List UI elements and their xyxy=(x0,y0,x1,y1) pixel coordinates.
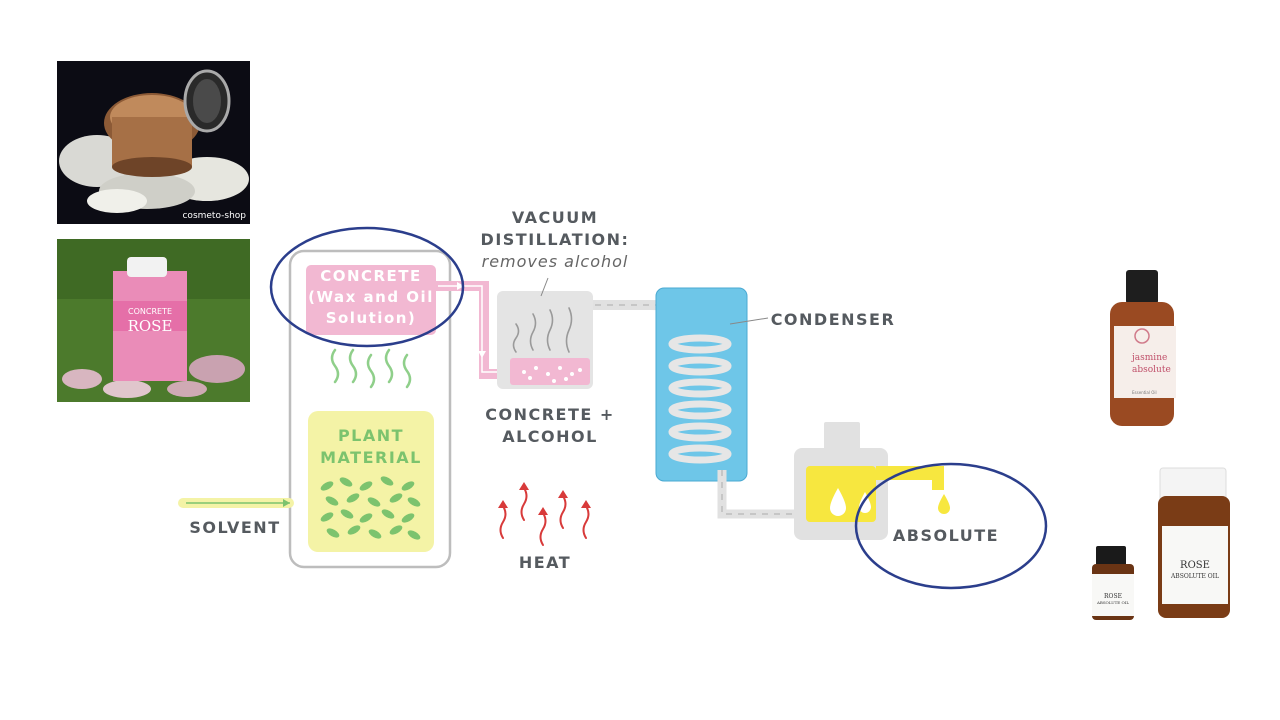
vacuum-line1: VACUUM xyxy=(470,207,640,229)
concrete-alcohol-label: CONCRETE + ALCOHOL xyxy=(470,404,630,448)
concrete-alcohol-line2: ALCOHOL xyxy=(470,426,630,448)
concrete-alcohol-line1: CONCRETE + xyxy=(470,404,630,426)
vacuum-line2: DISTILLATION: xyxy=(470,229,640,251)
solvent-label: SOLVENT xyxy=(180,517,290,539)
vapour-squiggles xyxy=(332,350,410,387)
absolute-label: ABSOLUTE xyxy=(886,525,1006,547)
vacuum-distillation-label: VACUUM DISTILLATION: removes alcohol xyxy=(470,207,640,273)
plant-label-line2: MATERIAL xyxy=(308,447,434,469)
plant-label-line1: PLANT xyxy=(308,425,434,447)
concrete-label-line2: (Wax and Oil xyxy=(306,287,436,308)
concrete-label: CONCRETE (Wax and Oil Solution) xyxy=(306,266,436,329)
absolute-drop xyxy=(938,494,950,514)
collection-tank-cap xyxy=(824,422,860,452)
plant-material-label: PLANT MATERIAL xyxy=(308,425,434,469)
vacuum-line3: removes alcohol xyxy=(470,251,640,273)
condenser-label: CONDENSER xyxy=(768,309,898,331)
concrete-label-line1: CONCRETE xyxy=(306,266,436,287)
heat-arrows xyxy=(501,488,589,545)
heat-label: HEAT xyxy=(500,552,590,574)
concrete-label-line3: Solution) xyxy=(306,308,436,329)
